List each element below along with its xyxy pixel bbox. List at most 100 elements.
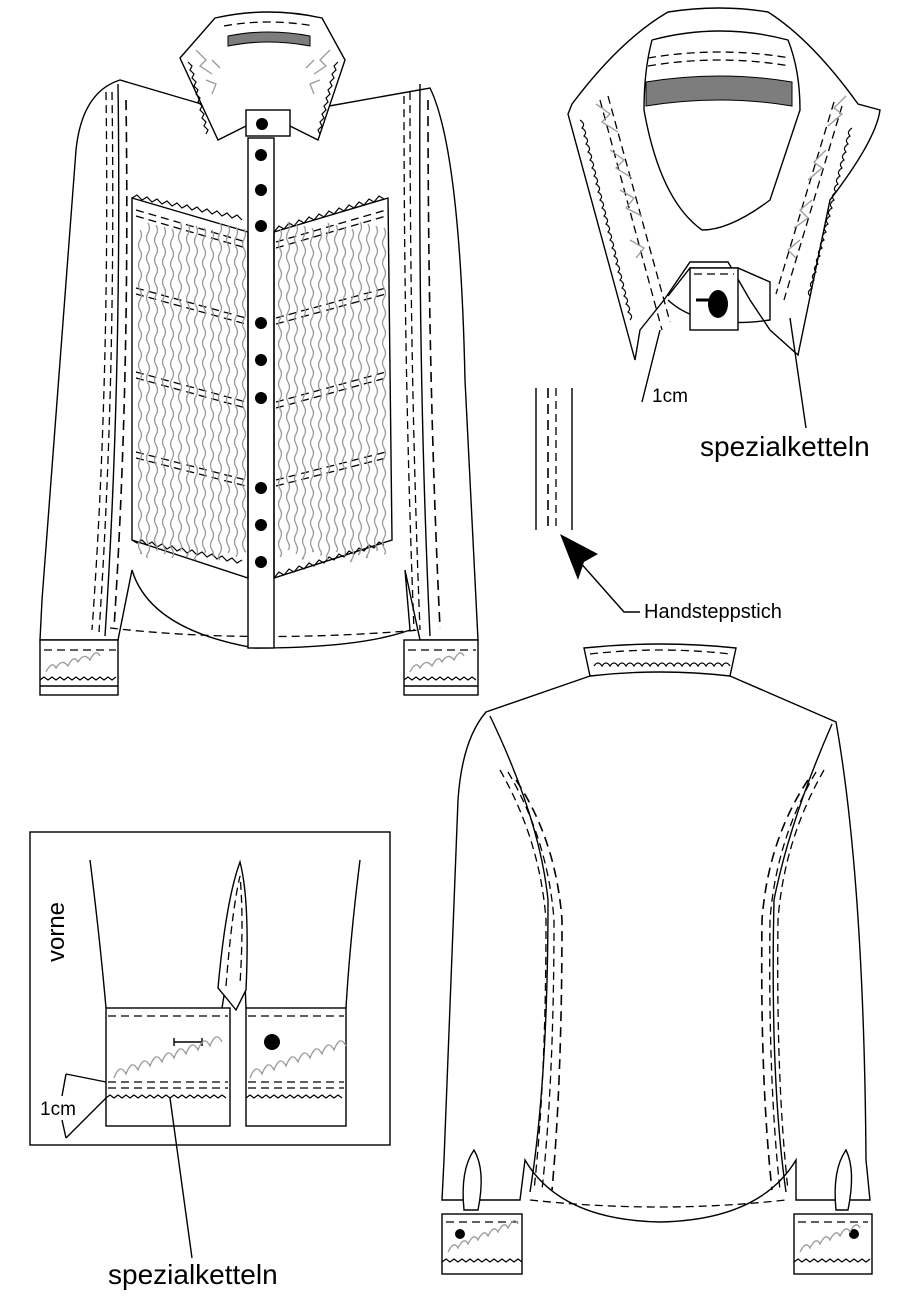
front-left-topstitch [91, 91, 108, 631]
smock-texture-line [301, 225, 307, 560]
back-left-cuff [441, 1213, 523, 1275]
front-smock-zig-top-right [273, 195, 385, 233]
button [255, 482, 267, 494]
smock-texture-line [225, 224, 231, 554]
collar-grey-right [787, 95, 847, 259]
hand-stitch-label: Handsteppstich [644, 601, 782, 623]
smock-texture-line [137, 229, 143, 555]
back-right-cuff-button [849, 1229, 859, 1239]
collar-zigzag-left [579, 119, 633, 321]
smock-texture-line [285, 221, 291, 551]
collar-band [645, 75, 793, 107]
cuff-stitch-leader [169, 1097, 193, 1259]
back-collar-zigzag [593, 662, 731, 668]
collar-stitch-leader [789, 317, 807, 429]
collar-inner-neck [643, 30, 801, 231]
cuff-sleeve-right [345, 859, 361, 1009]
smock-texture-line [233, 226, 239, 558]
smock-texture-line [293, 223, 299, 555]
button [255, 317, 267, 329]
smock-texture-line [349, 228, 355, 563]
back-right-seam [772, 723, 833, 1193]
smock-texture-line [317, 229, 323, 556]
front-right-topstitch-2 [403, 95, 415, 631]
front-smock-zig-bottom-right [273, 541, 385, 579]
button [255, 392, 267, 404]
smock-texture-line [177, 221, 183, 552]
cuff-measure-bracket [61, 1073, 107, 1139]
front-right-cuff [403, 639, 479, 696]
smock-texture-line [309, 227, 315, 553]
smock-texture-line [161, 226, 167, 555]
smock-texture-line [217, 222, 223, 561]
back-collar-stitch [589, 649, 731, 655]
collar-button [708, 290, 728, 318]
front-cuff-zig [39, 676, 477, 681]
collar-stitch-label: spezialketteln [700, 431, 870, 462]
front-collar-grey-left [195, 49, 221, 95]
front-smock-panel-left [131, 197, 249, 579]
front-collar-band [227, 31, 311, 47]
smock-texture-line [341, 226, 347, 557]
front-left-panel-seam [104, 83, 120, 637]
smock-texture-line [145, 222, 151, 558]
cuff-grey-texture [113, 1036, 347, 1079]
smock-texture-line [193, 225, 199, 561]
collar-band-stitch [647, 51, 791, 67]
smock-texture-line [201, 227, 207, 553]
collar-zigzag-right [807, 127, 853, 297]
smock-texture-line [209, 229, 215, 557]
back-right-slit [834, 1148, 853, 1211]
back-left-topstitch [499, 769, 555, 1191]
cuff-left-part [105, 1007, 231, 1127]
collar-outer-outline [567, 7, 881, 361]
cuff-right-part [245, 1007, 347, 1127]
button [255, 149, 267, 161]
front-smock-zig-top-left [131, 194, 243, 221]
back-left-cuff-button [455, 1229, 465, 1239]
collar-stitch-right [775, 101, 843, 301]
back-hem-stitch [529, 1199, 787, 1208]
back-body-outline [441, 675, 871, 1223]
front-collar-zigzag-left [187, 61, 209, 135]
collar-stitch-left [599, 95, 671, 331]
collar-grey-left [595, 103, 645, 259]
button [255, 556, 267, 568]
back-cuff-zig [441, 1258, 871, 1263]
collar-measure-label: 1cm [652, 386, 688, 407]
button [255, 220, 267, 232]
collar-detail: 1cm spezialketteln [567, 7, 881, 462]
cuff-zigzag [105, 1094, 343, 1099]
smock-texture-line [333, 224, 339, 553]
front-collar-stand [245, 109, 291, 137]
smock-texture-line [365, 223, 371, 559]
smock-texture-line [169, 228, 175, 559]
smock-texture-line [325, 222, 331, 560]
smock-texture-line [373, 225, 379, 551]
smock-texture-line [185, 223, 191, 558]
front-cuff-grey [45, 652, 465, 673]
front-right-topstitch-3 [427, 99, 441, 629]
collar-measure-leader [641, 329, 661, 403]
smock-texture-line [241, 228, 247, 553]
blouse-front-view [39, 11, 479, 696]
cuff-measure-label: 1cm [40, 1099, 76, 1120]
front-collar-button [256, 118, 268, 130]
button [255, 354, 267, 366]
cuff-placket-stitch [225, 875, 243, 987]
cuff-button [264, 1034, 280, 1050]
front-smock-texture [137, 221, 387, 563]
smock-texture-line [357, 221, 363, 556]
front-body-outline [39, 79, 479, 649]
cuff-placket-tip [217, 859, 248, 1012]
front-left-topstitch-2 [98, 91, 114, 633]
cuff-stitch-label: spezialketteln [108, 1259, 278, 1290]
cuff-stitch-rows [108, 1081, 344, 1089]
hand-stitch-leader [577, 559, 640, 613]
button [255, 519, 267, 531]
hand-stitch-detail: Handsteppstich [535, 388, 782, 623]
back-right-topstitch [769, 769, 825, 1191]
back-cuff-grey [447, 1220, 861, 1253]
front-buttons [255, 149, 267, 568]
